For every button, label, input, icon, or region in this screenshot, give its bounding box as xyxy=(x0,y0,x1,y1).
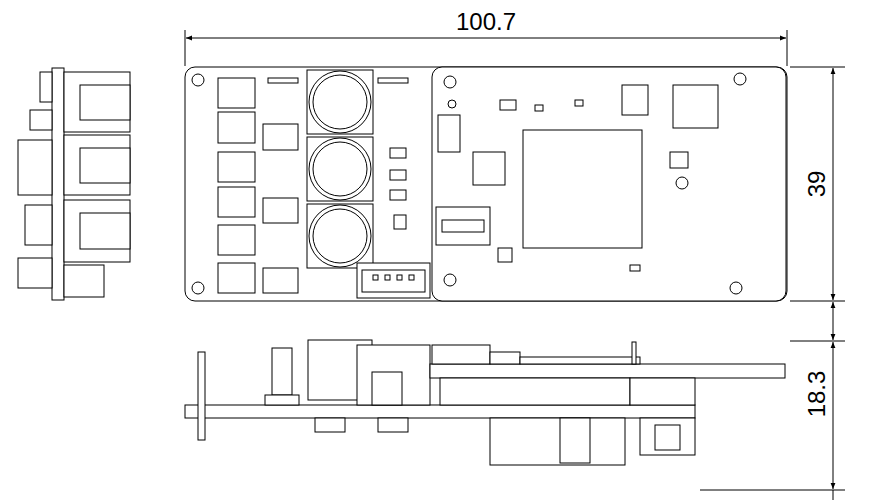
side-view xyxy=(185,340,785,465)
top-view xyxy=(185,67,787,301)
dimension-value: 39 xyxy=(805,169,829,200)
dimension-value: 100.7 xyxy=(454,10,518,34)
end-view xyxy=(18,68,130,300)
dimension-lines xyxy=(185,30,845,500)
dimension-value: 18.3 xyxy=(805,369,829,420)
